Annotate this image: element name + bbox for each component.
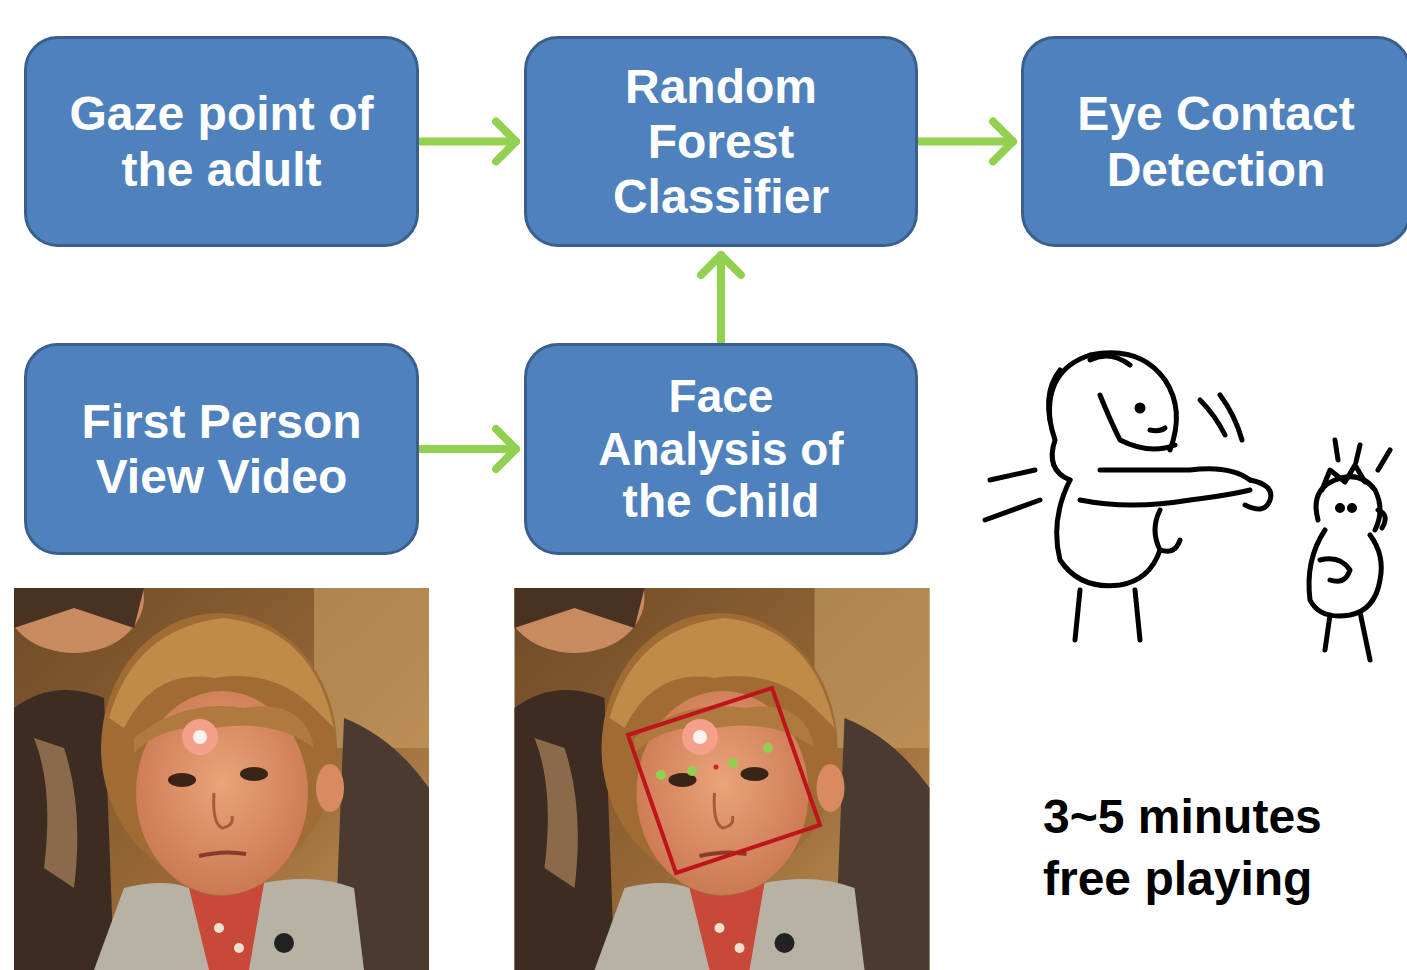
play-sketch xyxy=(985,353,1390,660)
process-box: Eye Contact Detection xyxy=(1021,36,1407,247)
flow-arrow xyxy=(421,429,516,469)
process-box: Gaze point of the adult xyxy=(24,36,419,247)
box-label: Random Forest Classifier xyxy=(586,59,856,225)
flow-arrow xyxy=(421,122,516,162)
box-label: First Person View Video xyxy=(57,394,387,504)
face-analysis-photo xyxy=(505,543,930,970)
box-label: Eye Contact Detection xyxy=(1056,86,1376,196)
flow-arrow xyxy=(701,255,741,341)
process-box: First Person View Video xyxy=(24,343,419,555)
box-label: Face Analysis of the Child xyxy=(571,370,871,529)
child-photo xyxy=(4,543,429,970)
process-box: Random Forest Classifier xyxy=(524,36,918,247)
box-label: Gaze point of the adult xyxy=(57,86,387,196)
note-label: 3~5 minutes free playing xyxy=(1043,786,1383,911)
flow-arrow xyxy=(920,122,1013,162)
process-box: Face Analysis of the Child xyxy=(524,343,918,555)
